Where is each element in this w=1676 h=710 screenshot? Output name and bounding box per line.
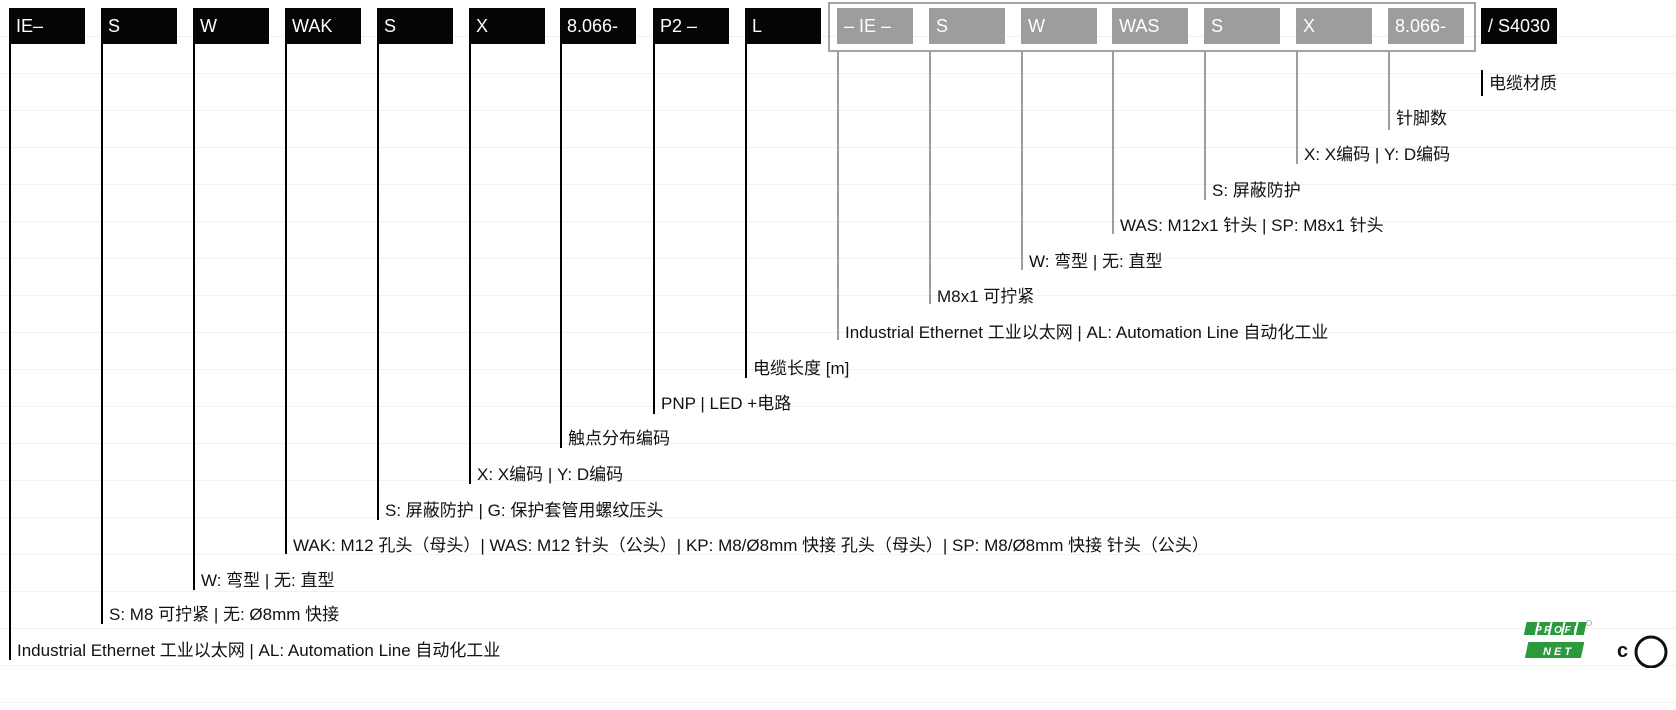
- connector-line-6: [469, 44, 471, 484]
- label-connector-gender-2: WAS: M12x1 针头 | SP: M8x1 针头: [1120, 216, 1384, 235]
- connector-line-13: [1112, 50, 1114, 234]
- code-segment-1: IE–: [9, 8, 85, 44]
- label-thread-type: S: M8 可拧紧 | 无: Ø8mm 快接: [109, 605, 340, 624]
- code-segment-5: S: [377, 8, 453, 44]
- certification-mark: c: [1617, 635, 1668, 668]
- certification-mark-text: c: [1617, 640, 1629, 662]
- code-segment-16: 8.066-: [1388, 8, 1464, 44]
- connector-line-15: [1296, 50, 1298, 164]
- label-pin-count: 针脚数: [1396, 109, 1447, 128]
- code-segment-13: WAS: [1112, 8, 1188, 44]
- connector-line-17: [1481, 70, 1483, 96]
- label-network-type: Industrial Ethernet 工业以太网 | AL: Automati…: [17, 641, 501, 660]
- connector-line-2: [101, 44, 103, 624]
- label-connector-gender: WAK: M12 孔头（母头）| WAS: M12 针头（公头）| KP: M8…: [293, 536, 1209, 555]
- certification-circle-icon: [1634, 635, 1668, 668]
- code-segment-12: W: [1021, 8, 1097, 44]
- label-coding: X: X编码 | Y: D编码: [477, 465, 624, 484]
- label-angle-type-2: W: 弯型 | 无: 直型: [1029, 252, 1163, 271]
- profinet-logo: P R O F I N E T: [1523, 620, 1593, 664]
- connector-line-16: [1388, 50, 1390, 130]
- connector-line-12: [1021, 50, 1023, 270]
- label-network-type-2: Industrial Ethernet 工业以太网 | AL: Automati…: [845, 323, 1329, 342]
- connector-line-7: [560, 44, 562, 448]
- svg-text:N E T: N E T: [1543, 646, 1572, 658]
- code-segment-14: S: [1204, 8, 1280, 44]
- connector-line-1: [9, 44, 11, 660]
- label-shield-2: S: 屏蔽防护: [1212, 181, 1301, 200]
- connector-line-11: [929, 50, 931, 304]
- code-segment-7: 8.066-: [560, 8, 636, 44]
- label-thread-type-2: M8x1 可拧紧: [937, 287, 1035, 306]
- label-contact-coding: 触点分布编码: [568, 429, 670, 448]
- code-segment-3: W: [193, 8, 269, 44]
- svg-text:P R O F I: P R O F I: [1535, 625, 1577, 636]
- connector-line-4: [285, 44, 287, 554]
- label-cable-material: 电缆材质: [1489, 74, 1557, 93]
- connector-line-5: [377, 44, 379, 520]
- connector-line-14: [1204, 50, 1206, 200]
- code-segment-11: S: [929, 8, 1005, 44]
- label-coding-2: X: X编码 | Y: D编码: [1304, 145, 1451, 164]
- label-circuit: PNP | LED +电路: [661, 394, 792, 413]
- connector-line-8: [653, 44, 655, 414]
- mating-connector-group-frame: [828, 2, 1476, 52]
- label-cable-length: 电缆长度 [m]: [753, 359, 850, 378]
- label-shield: S: 屏蔽防护 | G: 保护套管用螺纹压头: [385, 501, 664, 520]
- code-segment-2: S: [101, 8, 177, 44]
- code-segment-17: / S4030: [1481, 8, 1557, 44]
- code-segment-6: X: [469, 8, 545, 44]
- connector-line-9: [745, 44, 747, 378]
- code-segment-9: L: [745, 8, 821, 44]
- code-segment-15: X: [1296, 8, 1372, 44]
- profinet-logo-graphic: P R O F I N E T: [1523, 620, 1592, 658]
- code-segment-10: – IE –: [837, 8, 913, 44]
- code-segment-4: WAK: [285, 8, 361, 44]
- label-angle-type: W: 弯型 | 无: 直型: [201, 571, 335, 590]
- code-segment-8: P2 –: [653, 8, 729, 44]
- connector-line-10: [837, 50, 839, 340]
- connector-line-3: [193, 44, 195, 590]
